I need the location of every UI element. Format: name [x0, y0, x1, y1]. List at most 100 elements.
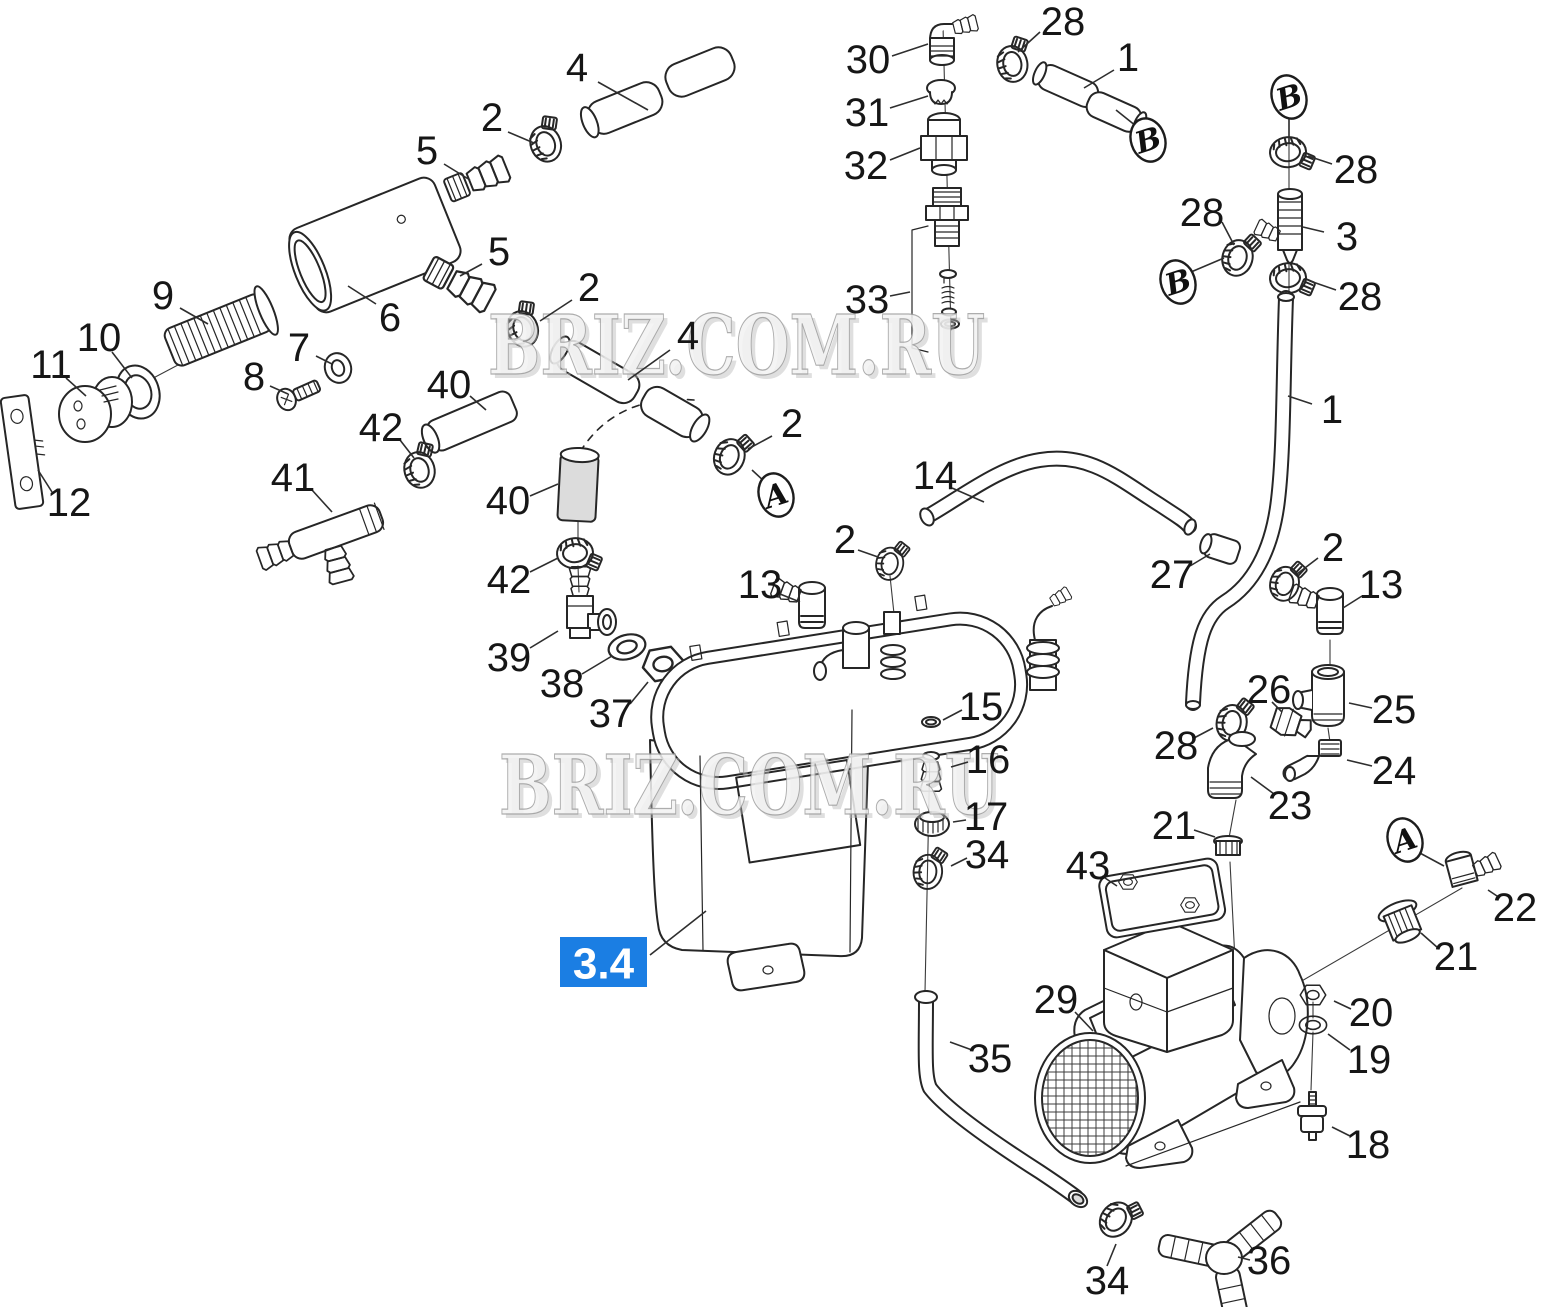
- leader-line-33: [889, 291, 911, 297]
- part-callout-25: 25: [1372, 688, 1417, 732]
- part-12-bracket: [0, 394, 46, 510]
- leader-line-2: [857, 549, 879, 558]
- section-badge-label[interactable]: 3.4: [573, 940, 635, 989]
- leader-line-5: [459, 263, 483, 277]
- leader-line-32: [889, 147, 921, 161]
- leader-line-34: [1106, 1243, 1117, 1267]
- leader-line-6: [347, 285, 377, 305]
- leader-line-42: [529, 557, 559, 573]
- leader-line-4: [597, 81, 649, 111]
- leader-line-31: [889, 95, 929, 109]
- leader-line-2: [1296, 557, 1319, 575]
- leader-line-25: [1348, 702, 1373, 709]
- part-callout-26: 26: [1247, 668, 1292, 712]
- connector-badge-B: B: [1270, 74, 1308, 120]
- part-callout-28: 28: [1180, 191, 1225, 235]
- part-11-cap: [58, 376, 133, 443]
- part-22-fitting: [1444, 850, 1503, 888]
- section-badge[interactable]: 3.4: [560, 910, 707, 989]
- leader-line-35: [949, 1041, 973, 1051]
- part-callout-30: 30: [846, 38, 891, 82]
- leader-line-20: [1333, 1000, 1352, 1010]
- leader-line-42: [399, 439, 415, 459]
- part-callout-12: 12: [47, 481, 92, 525]
- part-2-clamp: [708, 425, 758, 482]
- part-callout-6: 6: [379, 296, 401, 340]
- part-31-plug: [926, 79, 956, 105]
- watermark-shadow: BRIZ.COM.RU: [492, 302, 989, 398]
- part-2-clamp: [521, 110, 572, 167]
- part-callout-4: 4: [677, 314, 699, 358]
- part-callout-8: 8: [243, 355, 265, 399]
- part-callout-39: 39: [487, 636, 532, 680]
- part-23-elbow: [1207, 731, 1257, 799]
- leader-line-7: [315, 355, 333, 365]
- part-callout-40: 40: [427, 363, 472, 407]
- part-2-clamp: [1265, 554, 1311, 607]
- part-36-y-fitting: [1157, 1209, 1283, 1307]
- leader-line-18: [1331, 1126, 1351, 1137]
- part-callout-10: 10: [77, 316, 122, 360]
- leader-line-28: [1193, 727, 1214, 739]
- part-26-fitting: [1269, 707, 1312, 739]
- leader-line-27: [1189, 553, 1211, 567]
- part-callout-7: 7: [288, 326, 310, 370]
- leader-line-4: [627, 349, 671, 381]
- part-34-clamp: [1092, 1187, 1149, 1247]
- part-callout-36: 36: [1247, 1239, 1292, 1283]
- part-callout-24: 24: [1372, 749, 1417, 793]
- part-18-damper: [1297, 1091, 1327, 1141]
- part-callout-16: 16: [966, 738, 1011, 782]
- connector-badge-A: A: [1386, 817, 1424, 863]
- section-badge-rect[interactable]: [560, 937, 647, 987]
- leader-line-28: [1017, 31, 1041, 53]
- part-callout-22: 22: [1493, 886, 1538, 930]
- part-callout-15: 15: [959, 685, 1004, 729]
- part-7-nut: [323, 352, 353, 384]
- part-8-screw: [276, 379, 321, 412]
- part-41-tee: [254, 502, 385, 586]
- part-35-hose: [914, 990, 1089, 1209]
- leader-line-A: [1417, 851, 1445, 867]
- part-callout-20: 20: [1349, 991, 1394, 1035]
- part-9-strainer: [163, 285, 279, 367]
- part-callout-2: 2: [578, 266, 600, 310]
- leader-line-23: [1250, 776, 1275, 795]
- connector-badge-ellipse: [1129, 117, 1167, 163]
- leader-line-40: [529, 483, 559, 497]
- part-callout-18: 18: [1346, 1123, 1391, 1167]
- connector-badge-ellipse: [1386, 817, 1424, 863]
- part-callout-31: 31: [845, 91, 890, 135]
- watermark-text: BRIZ.COM.RU: [499, 738, 999, 834]
- part-callout-5: 5: [488, 230, 510, 274]
- part-30-elbow: [929, 13, 980, 66]
- part-42-clamp: [554, 534, 605, 576]
- part-callout-14: 14: [913, 454, 958, 498]
- watermark-shadow: BRIZ.COM.RU: [503, 742, 1003, 838]
- part-39-valve: [566, 566, 617, 639]
- part-14-hose: [919, 450, 1197, 536]
- leader-line-34: [950, 857, 968, 867]
- part-4-tubes-mid: [549, 335, 711, 443]
- leader-line-21: [1193, 829, 1216, 838]
- part-40-tube: [420, 390, 518, 454]
- part-callout-23: 23: [1268, 784, 1313, 828]
- leader-line-21: [1420, 932, 1439, 949]
- leader-line-2: [539, 299, 573, 322]
- leader-line-5: [443, 163, 471, 181]
- part-callout-28: 28: [1334, 148, 1379, 192]
- part-callout-21: 21: [1152, 804, 1197, 848]
- part-1-hose-long: [1185, 290, 1295, 711]
- leader-line-36: [1237, 1256, 1251, 1261]
- part-2-clamp: [872, 536, 913, 584]
- leader-line-8: [269, 385, 289, 395]
- connector-badge-ellipse: [1159, 259, 1197, 305]
- part-32-union: [920, 112, 968, 176]
- part-callout-28: 28: [1154, 724, 1199, 768]
- leader-line-1: [1083, 69, 1115, 89]
- leader-line-2: [507, 131, 535, 144]
- part-callout-13: 13: [738, 563, 783, 607]
- leader-line-B: [1190, 257, 1225, 273]
